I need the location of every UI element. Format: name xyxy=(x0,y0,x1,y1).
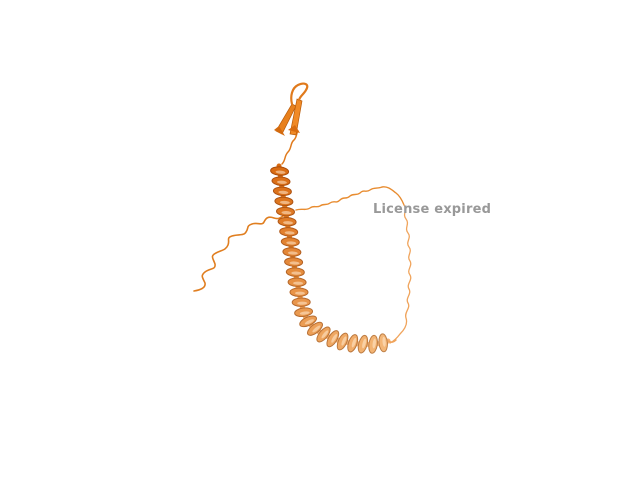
coil-right xyxy=(389,204,412,344)
helix-turn-highlight xyxy=(275,170,286,174)
coil-left xyxy=(193,213,287,292)
license-watermark: License expired xyxy=(373,202,492,217)
helix-turn-highlight xyxy=(362,338,367,349)
helix-turn-highlight xyxy=(289,261,300,265)
coil-bottom-link xyxy=(387,339,397,343)
helix-turn-highlight xyxy=(284,231,295,235)
helix-turn-highlight xyxy=(321,330,329,339)
helix-turn-highlight xyxy=(291,271,302,275)
helix-turn-highlight xyxy=(351,337,357,348)
helix-turn-highlight xyxy=(372,338,376,349)
coil-top xyxy=(295,186,405,211)
helix-turn-highlight xyxy=(281,211,292,215)
helix-turn-highlight xyxy=(382,336,386,347)
helix-turn-highlight xyxy=(287,251,298,255)
coil-upper-linker xyxy=(281,130,299,165)
beta-hairpin xyxy=(274,82,309,136)
alpha-helix xyxy=(270,163,391,354)
helix-turn-highlight xyxy=(341,336,347,346)
helix-turn-highlight xyxy=(312,325,321,333)
helix-turn-highlight xyxy=(297,301,308,305)
helix-turn-highlight xyxy=(283,221,294,225)
helix-turn-highlight xyxy=(294,291,305,295)
helix-turn-highlight xyxy=(304,319,315,325)
helix-turn-highlight xyxy=(286,241,297,245)
helix-turn-highlight xyxy=(293,281,304,285)
helix-turn-highlight xyxy=(331,333,338,343)
helix-turn-highlight xyxy=(278,190,289,194)
helix-turn-highlight xyxy=(276,180,287,184)
helix-turn-highlight xyxy=(279,200,290,205)
helix-turn-highlight xyxy=(299,311,310,315)
